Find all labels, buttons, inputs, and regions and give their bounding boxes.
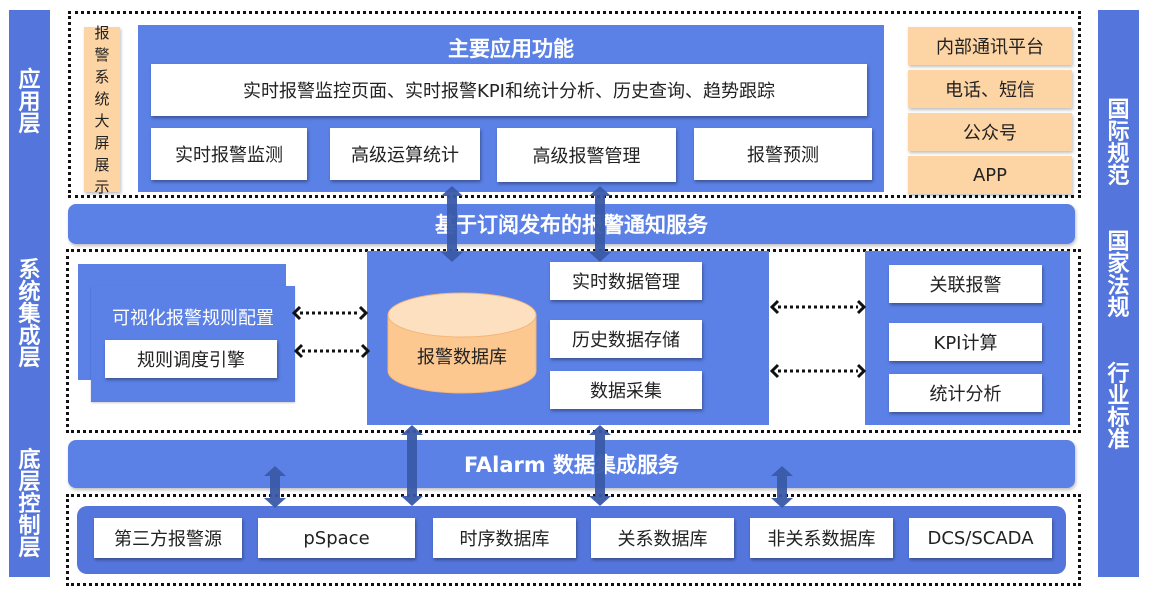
big-screen-char: 统	[94, 89, 110, 108]
main-functions-title: 主要应用功能	[448, 37, 574, 61]
dotted-double-arrow	[769, 299, 867, 315]
rules-config-title[interactable]: 可视化报警规则配置	[112, 308, 274, 329]
double-arrow-icon	[589, 186, 611, 262]
standards-char: 业	[1107, 384, 1130, 409]
standards-char: 国	[1107, 98, 1130, 123]
double-arrow-icon	[401, 425, 423, 506]
big-screen-char: 系	[94, 67, 110, 86]
main-functions-panel: 主要应用功能 实时报警监控页面、实时报警KPI和统计分析、历史查询、趋势跟踪 实…	[138, 25, 884, 192]
module-realtime-monitoring[interactable]: 实时报警监测	[151, 128, 307, 180]
layer-char: 用	[18, 90, 41, 115]
channel-phone-sms[interactable]: 电话、短信	[908, 70, 1072, 108]
standards-group-industry: 行 业 标 准	[1098, 364, 1139, 452]
service-realtime-data[interactable]: 实时数据管理	[550, 262, 702, 300]
layer-char: 制	[18, 514, 41, 539]
big-screen-char: 示	[94, 177, 110, 196]
layer-label-control: 底 层 控 制 层	[9, 450, 50, 560]
layer-label-application: 应 用 层	[9, 70, 50, 136]
falarm-integration-service[interactable]: FAlarm 数据集成服务	[68, 440, 1075, 488]
standards-char: 行	[1107, 362, 1130, 387]
rule-scheduling-engine[interactable]: 规则调度引擎	[105, 340, 277, 378]
source-timeseries-db[interactable]: 时序数据库	[433, 518, 576, 558]
control-layer-frame	[66, 494, 1081, 586]
service-data-collection[interactable]: 数据采集	[550, 371, 702, 409]
layer-char: 底	[18, 448, 41, 473]
analytics-kpi-calculation[interactable]: KPI计算	[889, 323, 1042, 361]
dotted-double-arrow	[769, 363, 867, 379]
big-screen-char: 屏	[94, 133, 110, 152]
big-screen-char: 展	[94, 155, 110, 174]
dotted-double-arrow	[291, 305, 369, 321]
layer-char: 集	[18, 302, 41, 327]
layer-char: 层	[18, 112, 41, 137]
standards-group-national: 国 家 法 规	[1098, 232, 1139, 320]
double-arrow-icon	[441, 186, 463, 262]
layer-label-integration: 系 统 集 成 层	[9, 260, 50, 370]
module-advanced-statistics[interactable]: 高级运算统计	[330, 128, 480, 180]
channel-official-account[interactable]: 公众号	[908, 113, 1072, 151]
layer-char: 统	[18, 280, 41, 305]
standards-char: 际	[1107, 120, 1130, 145]
layer-sidebar: 应 用 层 系 统 集 成 层 底 层 控 制 层	[9, 10, 50, 577]
standards-char: 规	[1107, 296, 1130, 321]
standards-group-international: 国 际 规 范	[1098, 100, 1139, 188]
alarm-database-icon[interactable]	[386, 291, 538, 395]
standards-char: 家	[1107, 252, 1130, 277]
channel-app[interactable]: APP	[908, 156, 1072, 194]
analytics-statistics[interactable]: 统计分析	[889, 374, 1042, 412]
system-layer-frame	[66, 249, 1081, 433]
dotted-double-arrow	[293, 343, 371, 359]
rules-panel: 可视化报警规则配置 规则调度引擎	[91, 286, 295, 402]
layer-char: 层	[18, 536, 41, 561]
source-relational-db[interactable]: 关系数据库	[591, 518, 734, 558]
source-dcs-scada[interactable]: DCS/SCADA	[909, 518, 1052, 558]
channel-internal-platform[interactable]: 内部通讯平台	[908, 27, 1072, 65]
analytics-correlated-alarm[interactable]: 关联报警	[889, 265, 1042, 303]
service-history-storage[interactable]: 历史数据存储	[550, 320, 702, 358]
standards-char: 国	[1107, 230, 1130, 255]
standards-char: 法	[1107, 274, 1130, 299]
standards-sidebar: 国 际 规 范 国 家 法 规 行 业 标 准	[1098, 10, 1139, 577]
big-screen-char: 警	[94, 45, 110, 64]
standards-char: 范	[1107, 164, 1130, 189]
pubsub-notification-service[interactable]: 基于订阅发布的报警通知服务	[68, 204, 1075, 244]
source-pspace[interactable]: pSpace	[258, 518, 415, 558]
layer-char: 系	[18, 258, 41, 283]
layer-char: 控	[18, 492, 41, 517]
standards-char: 标	[1107, 406, 1130, 431]
big-screen-char: 报	[94, 23, 110, 42]
alarm-database-label: 报警数据库	[417, 347, 507, 368]
main-functions-summary[interactable]: 实时报警监控页面、实时报警KPI和统计分析、历史查询、趋势跟踪	[151, 64, 867, 116]
big-screen-display[interactable]: 报 警 系 统 大 屏 展 示	[84, 24, 120, 196]
standards-char: 规	[1107, 142, 1130, 167]
big-screen-char: 大	[94, 111, 110, 130]
standards-char: 准	[1107, 428, 1130, 453]
layer-char: 应	[18, 68, 41, 93]
layer-char: 层	[18, 470, 41, 495]
source-third-party[interactable]: 第三方报警源	[94, 518, 242, 558]
module-advanced-alarm-management[interactable]: 高级报警管理	[497, 128, 676, 182]
layer-char: 成	[18, 324, 41, 349]
application-layer-frame	[68, 11, 1081, 198]
module-alarm-prediction[interactable]: 报警预测	[694, 128, 872, 180]
analytics-panel: 关联报警 KPI计算 统计分析	[865, 251, 1070, 425]
double-arrow-icon	[264, 466, 286, 508]
source-nonrelational-db[interactable]: 非关系数据库	[750, 518, 893, 558]
double-arrow-icon	[589, 425, 611, 506]
layer-char: 层	[18, 346, 41, 371]
data-core-panel: 报警数据库 实时数据管理 历史数据存储 数据采集	[367, 251, 769, 425]
double-arrow-icon	[771, 466, 793, 508]
